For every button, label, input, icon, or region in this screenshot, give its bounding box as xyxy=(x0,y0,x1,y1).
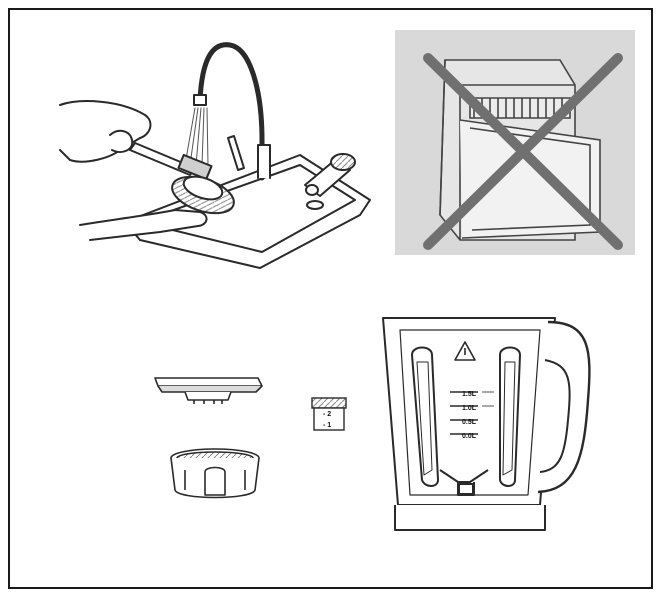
level-mark-0-0: 0.0L xyxy=(462,433,477,440)
warning-triangle-icon xyxy=(454,341,476,361)
filter-cap xyxy=(304,153,356,197)
cap-scale-top: - 2 xyxy=(323,411,331,418)
filter-basket xyxy=(170,448,260,499)
blender-jug xyxy=(382,317,591,531)
filter-lid xyxy=(154,377,263,404)
no-dishwasher-panel xyxy=(395,30,635,255)
level-mark-1-5: 1.5L xyxy=(462,391,477,398)
prohibition-cross-icon xyxy=(423,53,623,250)
filter-parts-illustration xyxy=(154,377,263,499)
level-marks xyxy=(450,391,494,435)
faucet xyxy=(197,42,265,181)
cap-scale-bottom: - 1 xyxy=(323,422,331,429)
hand-wash-illustration xyxy=(59,42,371,269)
hand-holding-filter xyxy=(79,209,208,241)
level-mark-0-5: 0.5L xyxy=(462,419,477,426)
level-mark-1-0: 1.0L xyxy=(462,405,477,412)
hand-holding-brush xyxy=(59,100,152,163)
measuring-cap: - 2 - 1 xyxy=(311,397,347,431)
